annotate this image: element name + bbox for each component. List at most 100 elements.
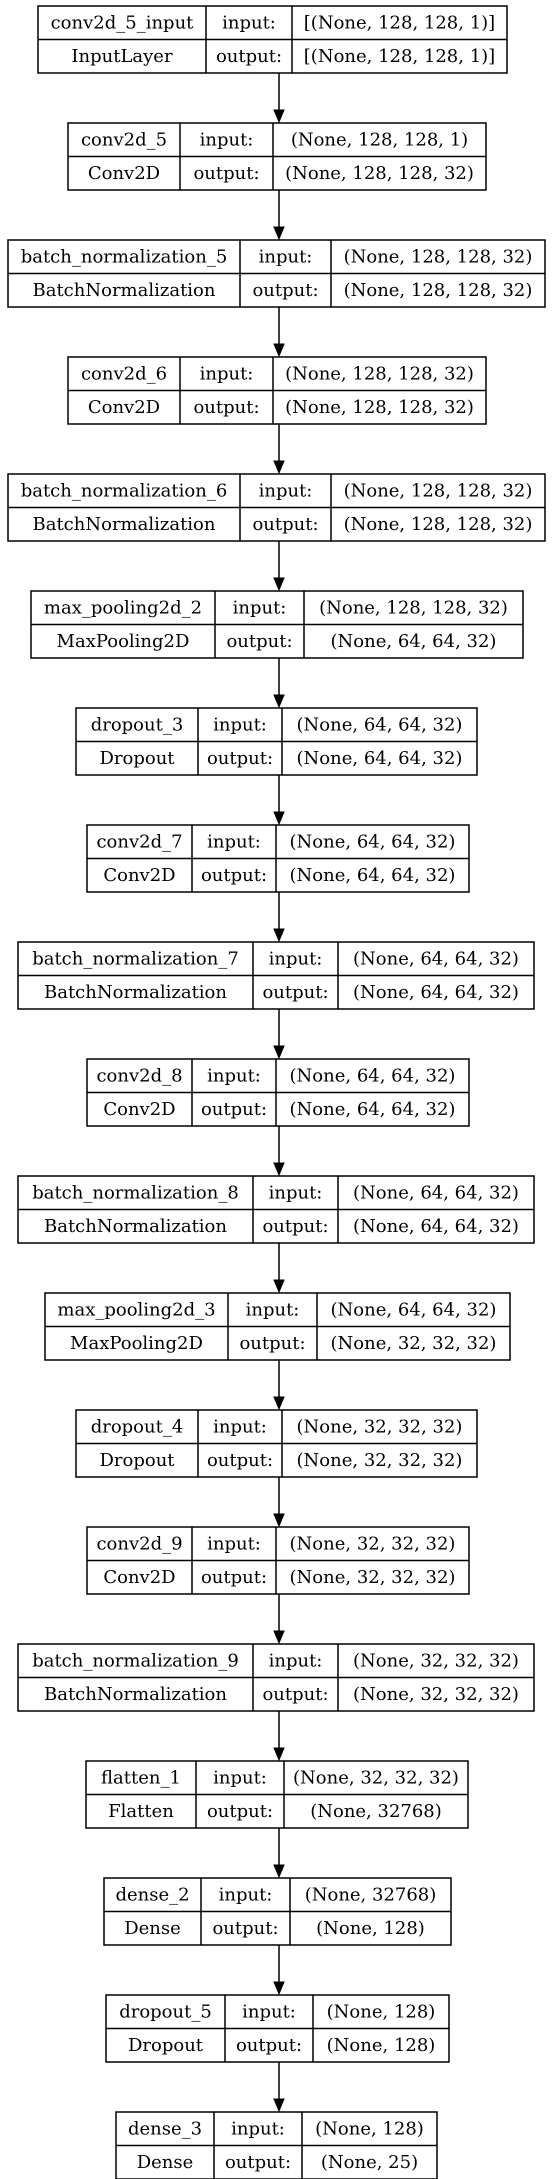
input-shape: (None, 128, 128, 32) xyxy=(344,246,533,267)
layer-name: max_pooling2d_3 xyxy=(57,1299,215,1320)
output-label: output: xyxy=(212,1918,278,1939)
layer-type: BatchNormalization xyxy=(44,1216,227,1237)
input-shape: (None, 32768) xyxy=(305,1884,437,1905)
connector-arrow xyxy=(273,892,285,943)
arrowhead-icon xyxy=(273,1279,285,1294)
layer-type: Conv2D xyxy=(103,865,175,886)
layer-type: Conv2D xyxy=(88,163,160,184)
input-label: input: xyxy=(231,2118,285,2139)
layer-name: dropout_5 xyxy=(119,2001,212,2022)
input-shape: (None, 32, 32, 32) xyxy=(353,1650,519,1671)
connector-arrow xyxy=(273,1243,285,1294)
layer-name: conv2d_8 xyxy=(96,1065,182,1086)
output-label: output: xyxy=(252,280,318,301)
layer-node-conv2d-5-input: conv2d_5_inputInputLayerinput:output:[(N… xyxy=(37,5,508,74)
arrowhead-icon xyxy=(273,577,285,592)
output-shape: [(None, 128, 128, 1)] xyxy=(304,46,495,67)
input-shape: (None, 64, 64, 32) xyxy=(297,714,463,735)
layer-type: MaxPooling2D xyxy=(57,631,190,652)
layer-type: BatchNormalization xyxy=(32,280,215,301)
input-label: input: xyxy=(222,12,276,33)
input-label: input: xyxy=(259,480,313,501)
output-label: output: xyxy=(201,865,267,886)
output-shape: (None, 32, 32, 32) xyxy=(297,1450,463,1471)
output-label: output: xyxy=(207,1801,273,1822)
output-label: output: xyxy=(225,2152,291,2173)
input-shape: (None, 128) xyxy=(327,2001,436,2022)
layer-type: Conv2D xyxy=(103,1099,175,1120)
layer-name: dense_3 xyxy=(128,2118,202,2139)
input-label: input: xyxy=(207,1065,261,1086)
output-label: output: xyxy=(262,982,328,1003)
input-shape: (None, 32, 32, 32) xyxy=(297,1416,463,1437)
output-shape: (None, 128, 128, 32) xyxy=(285,163,474,184)
output-shape: (None, 32, 32, 32) xyxy=(290,1567,456,1588)
input-label: input: xyxy=(269,1650,323,1671)
output-shape: (None, 64, 64, 32) xyxy=(331,631,497,652)
connector-arrow xyxy=(273,1477,285,1528)
input-label: input: xyxy=(233,597,287,618)
output-shape: (None, 32768) xyxy=(310,1801,442,1822)
input-label: input: xyxy=(207,1533,261,1554)
layer-type: Conv2D xyxy=(103,1567,175,1588)
arrowhead-icon xyxy=(273,109,285,124)
layer-name: conv2d_9 xyxy=(96,1533,182,1554)
layer-node-batch-normalization-6: batch_normalization_6BatchNormalizationi… xyxy=(7,473,546,542)
output-shape: (None, 128, 128, 32) xyxy=(344,514,533,535)
layer-type: Dense xyxy=(124,1918,181,1939)
layer-node-batch-normalization-7: batch_normalization_7BatchNormalizationi… xyxy=(17,941,535,1010)
output-label: output: xyxy=(216,46,282,67)
layer-type: Dropout xyxy=(128,2035,204,2056)
input-shape: (None, 64, 64, 32) xyxy=(331,1299,497,1320)
output-shape: (None, 128) xyxy=(316,1918,425,1939)
layer-name: batch_normalization_8 xyxy=(32,1182,239,1203)
arrowhead-icon xyxy=(273,1864,285,1879)
layer-node-max-pooling2d-2: max_pooling2d_2MaxPooling2Dinput:output:… xyxy=(30,590,524,659)
input-shape: [(None, 128, 128, 1)] xyxy=(304,12,495,33)
arrowhead-icon xyxy=(273,1981,285,1996)
input-label: input: xyxy=(213,1416,267,1437)
output-shape: (None, 64, 64, 32) xyxy=(297,748,463,769)
input-label: input: xyxy=(246,1299,300,1320)
input-label: input: xyxy=(242,2001,296,2022)
layer-type: Dropout xyxy=(99,748,175,769)
connector-arrow xyxy=(273,1594,285,1645)
arrowhead-icon xyxy=(273,1396,285,1411)
output-shape: (None, 128, 128, 32) xyxy=(344,280,533,301)
layer-name: conv2d_7 xyxy=(96,831,182,852)
connector-arrow xyxy=(273,775,285,826)
input-label: input: xyxy=(213,714,267,735)
layer-name: conv2d_6 xyxy=(81,363,167,384)
layer-node-batch-normalization-8: batch_normalization_8BatchNormalizationi… xyxy=(17,1175,535,1244)
connector-arrow xyxy=(273,541,285,592)
input-label: input: xyxy=(259,246,313,267)
arrowhead-icon xyxy=(273,226,285,241)
output-shape: (None, 128) xyxy=(327,2035,436,2056)
arrowhead-icon xyxy=(273,1045,285,1060)
connector-arrow xyxy=(273,73,285,124)
arrowhead-icon xyxy=(273,460,285,475)
layer-node-batch-normalization-5: batch_normalization_5BatchNormalizationi… xyxy=(7,239,546,308)
layer-type: InputLayer xyxy=(71,46,173,67)
layer-type: BatchNormalization xyxy=(44,982,227,1003)
layer-type: BatchNormalization xyxy=(32,514,215,535)
input-shape: (None, 32, 32, 32) xyxy=(293,1767,459,1788)
connector-arrow xyxy=(273,1009,285,1060)
output-label: output: xyxy=(252,514,318,535)
layer-name: dropout_3 xyxy=(91,714,184,735)
output-shape: (None, 25) xyxy=(321,2152,418,2173)
layer-type: Conv2D xyxy=(88,397,160,418)
input-shape: (None, 64, 64, 32) xyxy=(290,831,456,852)
output-shape: (None, 64, 64, 32) xyxy=(353,982,519,1003)
connector-arrow xyxy=(273,1711,285,1762)
layer-type: MaxPooling2D xyxy=(70,1333,203,1354)
output-shape: (None, 32, 32, 32) xyxy=(353,1684,519,1705)
output-label: output: xyxy=(239,1333,305,1354)
input-shape: (None, 64, 64, 32) xyxy=(353,1182,519,1203)
